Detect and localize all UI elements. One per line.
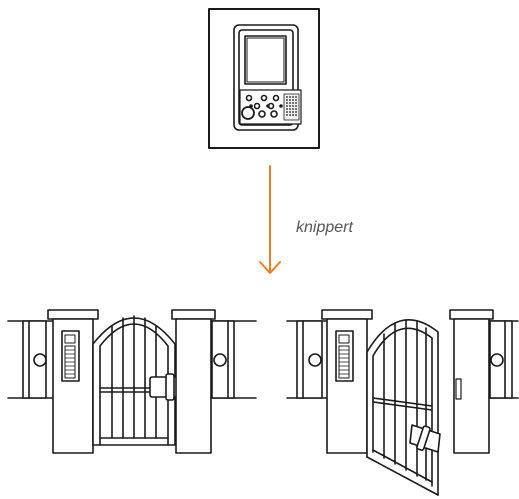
arrow-label: knippert bbox=[296, 219, 353, 236]
gate-closed-icon bbox=[7, 309, 257, 454]
lock-icon bbox=[409, 424, 441, 453]
gate-open-icon bbox=[286, 309, 519, 496]
down-arrow-icon bbox=[259, 165, 281, 274]
monitor-icon bbox=[208, 8, 320, 149]
speaker-grille-icon bbox=[283, 93, 300, 121]
